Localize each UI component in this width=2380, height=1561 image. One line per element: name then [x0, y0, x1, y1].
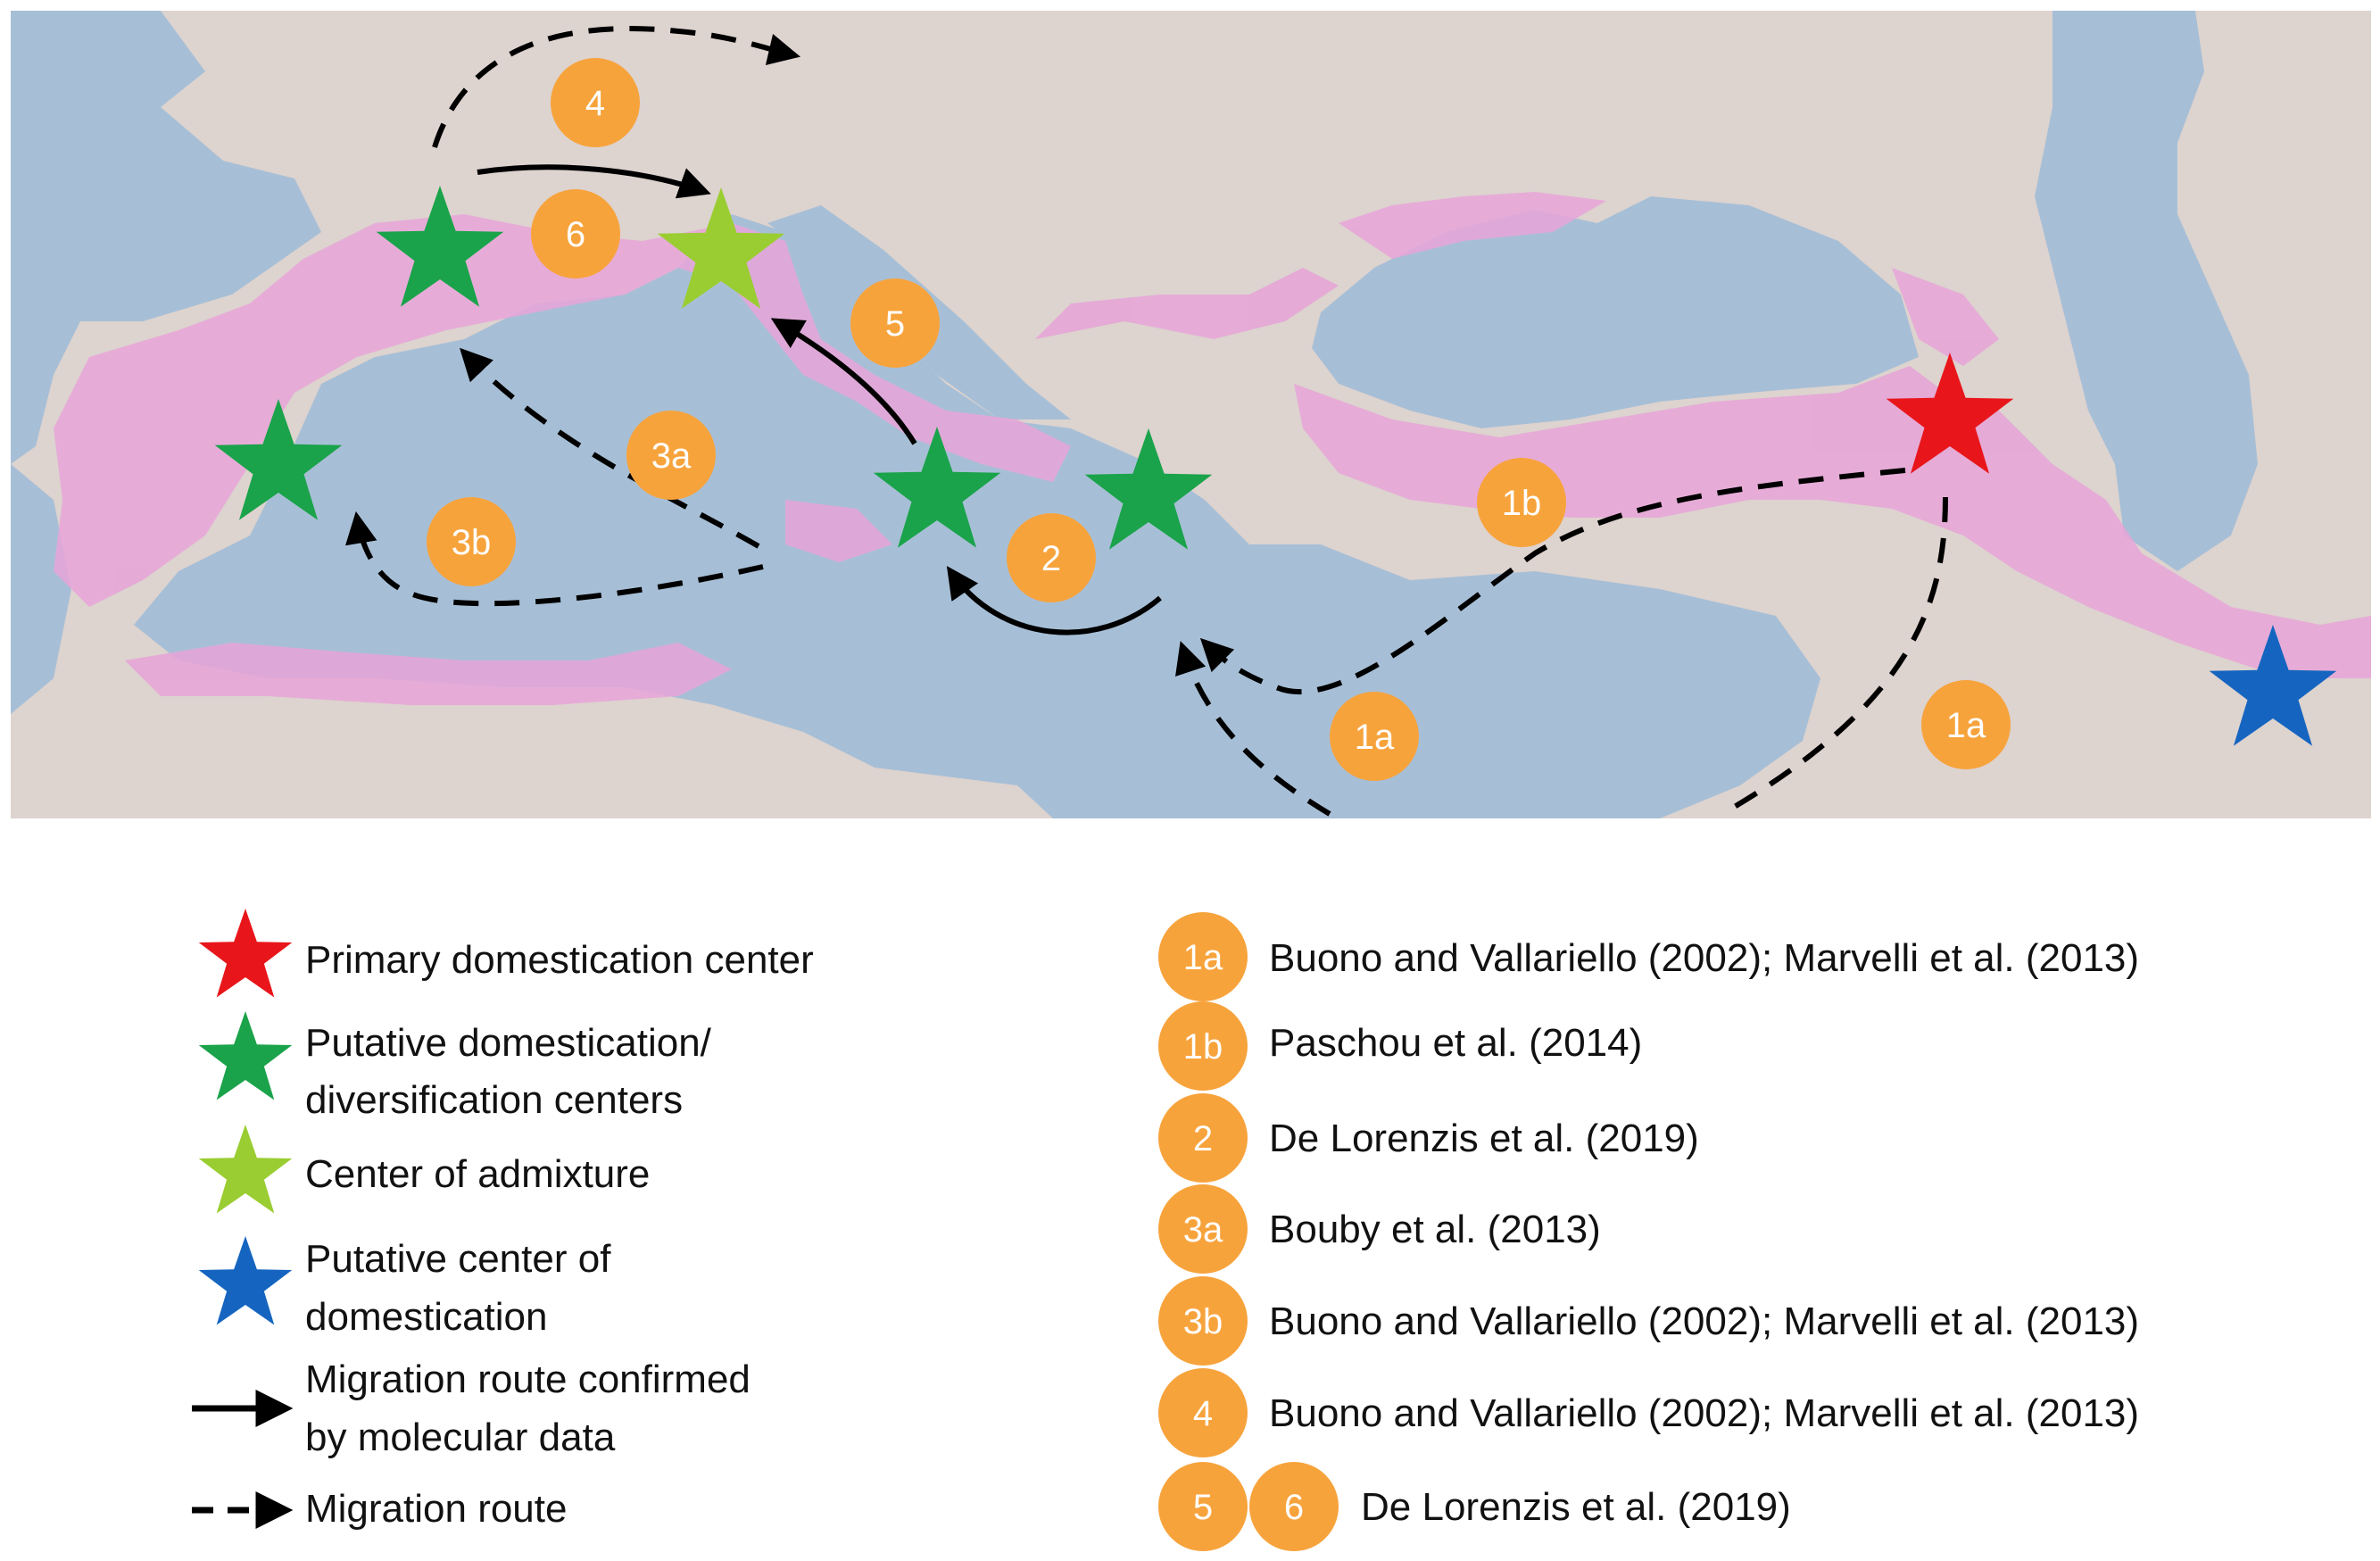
route-5-solid [770, 318, 917, 445]
reference-row: 1a Buono and Vallariello (2002); Marvell… [1158, 912, 2139, 1001]
map-badge: 1b [1477, 458, 1566, 547]
reference-text: Buono and Vallariello (2002); Marvelli e… [1269, 936, 2139, 980]
svg-text:3b: 3b [452, 523, 492, 562]
map-badge: 1a [1330, 692, 1419, 781]
reference-row: 2 De Lorenzis et al. (2019) [1158, 1093, 1699, 1183]
map-badge: 4 [551, 58, 640, 147]
legend-label-confirmed-line1: Migration route confirmed [305, 1358, 750, 1401]
reference-row: 1b Paschou et al. (2014) [1158, 1001, 1642, 1091]
svg-text:1a: 1a [1183, 938, 1223, 977]
green-star-icon [214, 399, 343, 520]
map-badge: 2 [1007, 513, 1096, 602]
ref-badge [1158, 1001, 1248, 1091]
ref-badge [1158, 1093, 1248, 1183]
route-1b-dashed [1199, 468, 1906, 694]
svg-text:1a: 1a [1946, 706, 1986, 745]
map-badge: 3a [626, 411, 716, 500]
svg-text:2: 2 [1193, 1119, 1213, 1158]
route-3b-dashed [344, 511, 764, 607]
reference-text: Buono and Vallariello (2002); Marvelli e… [1269, 1299, 2139, 1343]
legend-label-putative-domestication-line1: Putative center of [305, 1237, 611, 1281]
svg-text:3a: 3a [651, 436, 692, 476]
reference-row: 5 6 De Lorenzis et al. (2019) [1158, 1462, 1791, 1551]
red-star-icon [1886, 353, 2014, 474]
light-green-star-icon [657, 187, 785, 309]
distribution-range [54, 192, 2371, 705]
atlantic-south [11, 464, 71, 714]
svg-text:4: 4 [1193, 1394, 1213, 1433]
route-4-dashed [432, 26, 801, 148]
light-green-star-icon [198, 1125, 293, 1214]
map-badge: 1a [1921, 680, 2011, 769]
ref-badge [1158, 1368, 1248, 1457]
legend-label-admixture: Center of admixture [305, 1152, 650, 1196]
reference-text: De Lorenzis et al. (2019) [1269, 1117, 1699, 1160]
ref-badge [1158, 1184, 1248, 1274]
ref-badge [1158, 1462, 1248, 1551]
ref-badge [1158, 1276, 1248, 1366]
green-star-icon [376, 186, 504, 307]
blue-star-icon [2209, 625, 2337, 746]
reference-row: 3a Bouby et al. (2013) [1158, 1184, 1601, 1274]
legend-label-putative-domestication-line2: domestication [305, 1295, 547, 1339]
svg-text:1b: 1b [1502, 484, 1542, 523]
svg-text:6: 6 [1284, 1488, 1304, 1527]
route-2-solid [946, 566, 1162, 635]
caspian-sea [2035, 11, 2258, 571]
map-area: 4 6 5 3a 3b 2 1b 1a 1a [11, 11, 2371, 818]
reference-text: Paschou et al. (2014) [1269, 1021, 1642, 1065]
map-badge: 3b [427, 497, 516, 586]
map-badges: 4 6 5 3a 3b 2 1b 1a 1a [427, 58, 2011, 781]
references: 1a Buono and Vallariello (2002); Marvell… [1158, 912, 2139, 1551]
green-star-icon [1084, 428, 1213, 550]
legend-label-putative-line2: diversification centers [305, 1078, 683, 1122]
ref-badge [1249, 1462, 1339, 1551]
map-stars [214, 186, 2337, 746]
reference-row: 3b Buono and Vallariello (2002); Marvell… [1158, 1276, 2139, 1366]
green-star-icon [873, 427, 1001, 548]
svg-text:6: 6 [566, 215, 585, 254]
route-6-solid [477, 164, 711, 199]
map-badge: 6 [531, 189, 620, 278]
svg-text:1b: 1b [1183, 1027, 1223, 1067]
legend: Primary domestication center Putative do… [192, 909, 814, 1531]
svg-text:3b: 3b [1183, 1302, 1223, 1341]
legend-label-primary: Primary domestication center [305, 938, 814, 982]
legend-label-confirmed-line2: by molecular data [305, 1416, 616, 1459]
green-star-icon [198, 1011, 293, 1100]
route-1a-dashed-south [1721, 496, 1948, 817]
reference-text: Buono and Vallariello (2002); Marvelli e… [1269, 1391, 2139, 1435]
svg-text:1a: 1a [1355, 718, 1395, 757]
atlantic-ocean [11, 11, 321, 464]
route-3a-dashed [460, 347, 760, 549]
black-sea [1312, 196, 1919, 428]
legend-label-migration: Migration route [305, 1487, 567, 1531]
svg-text:5: 5 [885, 304, 905, 344]
reference-row: 4 Buono and Vallariello (2002); Marvelli… [1158, 1368, 2139, 1457]
blue-star-icon [198, 1236, 293, 1325]
svg-text:3a: 3a [1183, 1210, 1223, 1250]
reference-text: De Lorenzis et al. (2019) [1361, 1485, 1791, 1529]
svg-text:5: 5 [1193, 1488, 1213, 1527]
reference-text: Bouby et al. (2013) [1269, 1208, 1601, 1251]
red-star-icon [198, 909, 293, 998]
svg-text:4: 4 [585, 84, 605, 123]
migration-routes [344, 26, 1948, 817]
map-badge: 5 [850, 278, 940, 368]
svg-text:2: 2 [1041, 539, 1061, 578]
legend-label-putative-line1: Putative domestication/ [305, 1021, 712, 1065]
ref-badge [1158, 912, 1248, 1001]
